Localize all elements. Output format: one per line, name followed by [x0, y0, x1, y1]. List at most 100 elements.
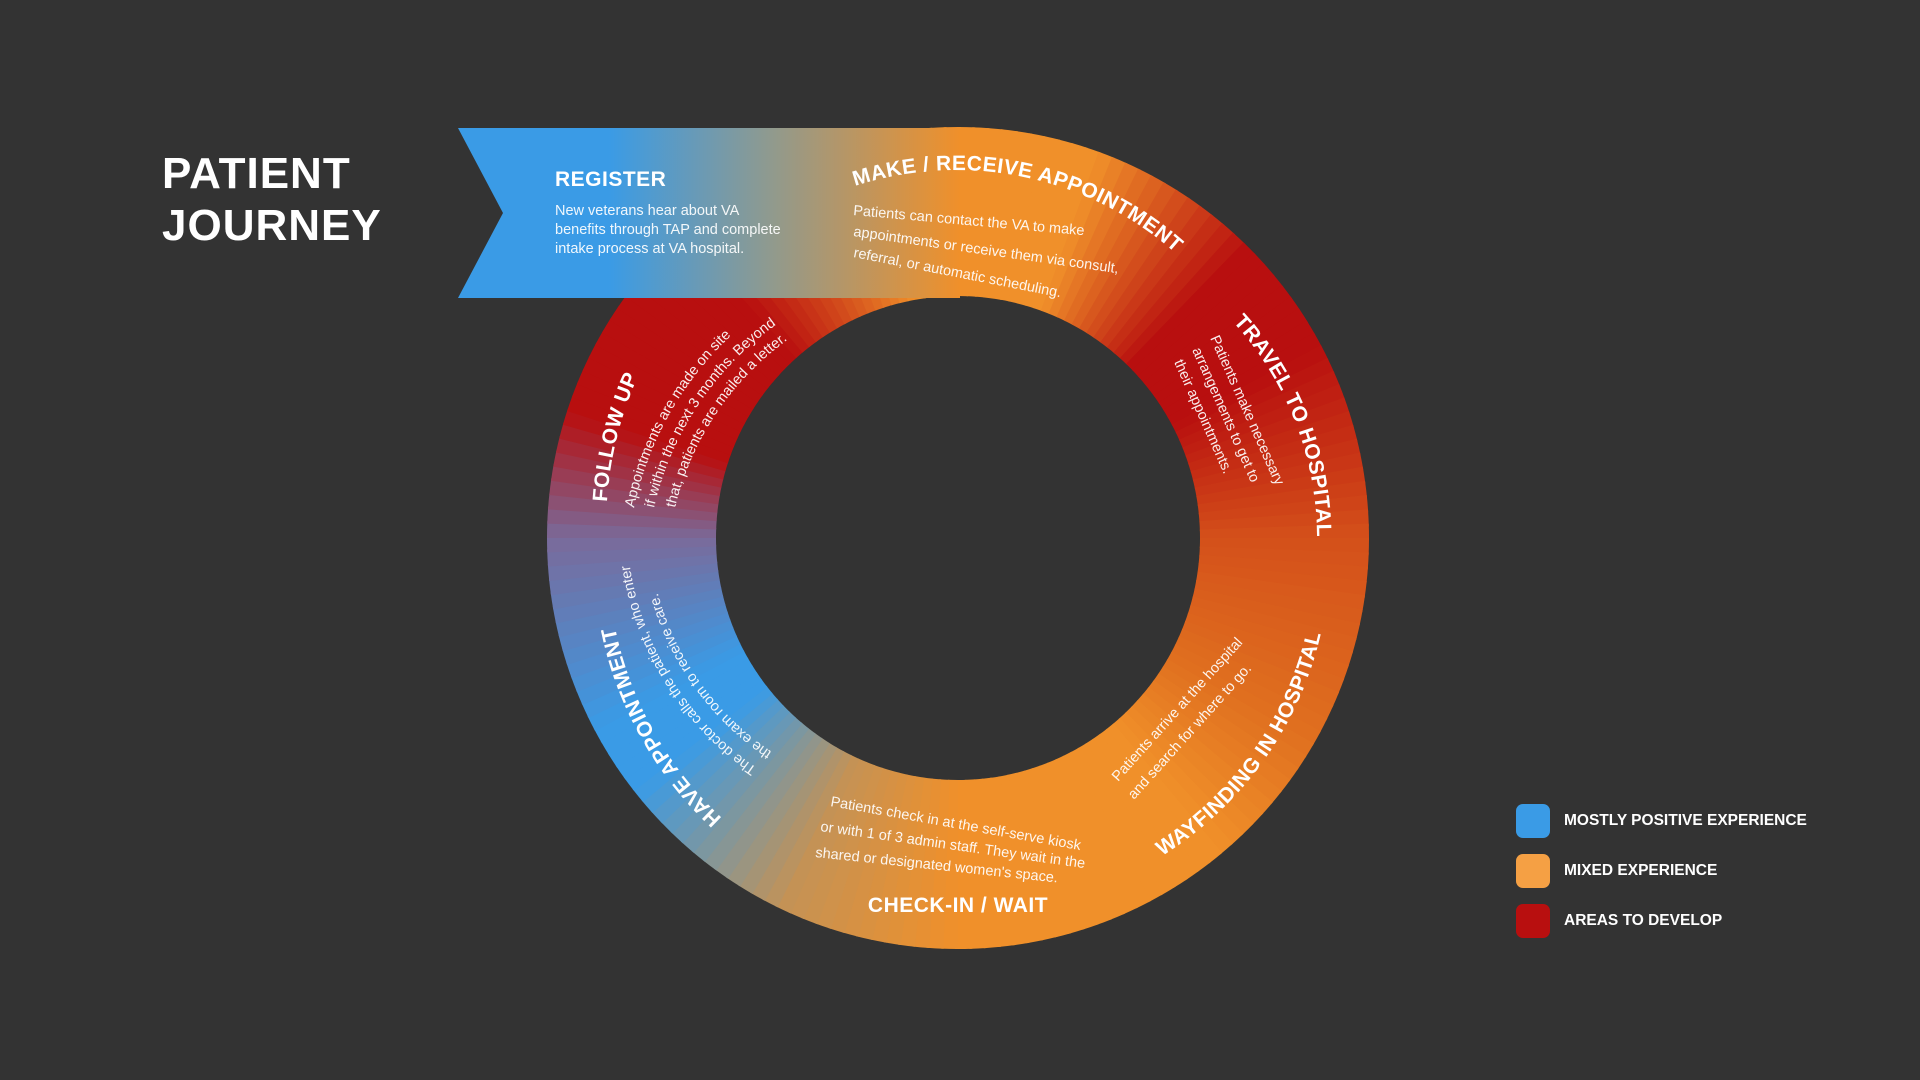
- ring-segment: [1167, 332, 1323, 426]
- ring-segment: [623, 678, 768, 792]
- ring-segment: [1008, 135, 1061, 304]
- ring-segment: [1152, 673, 1299, 782]
- ring-segment: [1197, 480, 1368, 515]
- ring-segment: [660, 704, 790, 834]
- ring-segment: [983, 129, 1019, 299]
- ring-segment: [1190, 424, 1358, 482]
- ring-segment: [869, 774, 916, 943]
- ring-segment: [555, 435, 724, 488]
- ring-segment: [1179, 370, 1341, 449]
- ring-segment: [1118, 712, 1244, 846]
- ring-segment: [981, 777, 1016, 948]
- ring-segment: [547, 553, 718, 581]
- ring-segment: [1126, 242, 1256, 372]
- ring-segment: [955, 779, 973, 950]
- ring-segment: [1077, 743, 1176, 896]
- ring-segment: [1079, 182, 1179, 334]
- ring-segment: [1136, 693, 1273, 816]
- ring-segment: [1162, 659, 1314, 759]
- ring-segment: [680, 716, 803, 853]
- ring-segment: [1023, 768, 1086, 934]
- ring-segment: [625, 282, 769, 396]
- ring-segment: [1153, 296, 1301, 405]
- ring-segment: [1056, 162, 1141, 322]
- ring-segment: [566, 611, 731, 679]
- ring-segment: [600, 657, 753, 756]
- ring-segment: [841, 770, 900, 937]
- ring-segment: [1113, 223, 1236, 360]
- ring-segment: [546, 535, 717, 553]
- ring-segment: [990, 776, 1030, 946]
- ring-segment: [670, 710, 797, 844]
- ring-segment: [641, 692, 779, 814]
- legend-item-mixed: MIXED EXPERIENCE: [1516, 854, 1856, 888]
- ring-segment: [1071, 175, 1166, 330]
- ring-segment: [762, 750, 852, 908]
- ring-segment: [750, 746, 845, 901]
- ring-segment: [1192, 438, 1361, 490]
- ring-segment: [634, 271, 774, 390]
- ring-segment: [788, 758, 868, 920]
- legend-label-positive: MOSTLY POSITIVE EXPERIENCE: [1564, 812, 1807, 829]
- ring-segment: [1014, 770, 1072, 938]
- ring-segment: [974, 128, 1004, 298]
- legend: MOSTLY POSITIVE EXPERIENCE MIXED EXPERIE…: [1516, 804, 1856, 954]
- ring-segment: [575, 627, 737, 706]
- ring-segment: [1106, 214, 1225, 354]
- check-in-wait-title: CHECK-IN / WAIT: [868, 894, 1048, 917]
- ring-segment: [582, 355, 742, 440]
- ring-segment: [1175, 357, 1335, 442]
- ring-segment: [1194, 452, 1364, 498]
- ring-segment: [1197, 563, 1367, 599]
- ring-segment: [1105, 723, 1223, 864]
- ring-segment: [602, 317, 754, 417]
- ring-segment: [1166, 651, 1321, 746]
- ring-segment: [1182, 384, 1346, 457]
- ring-segment: [883, 776, 925, 946]
- ring-segment: [801, 761, 876, 925]
- ring-segment: [650, 698, 784, 824]
- ring-segment: [1048, 156, 1128, 318]
- ring-segment: [1190, 596, 1357, 655]
- register-desc-line-3: intake process at VA hospital.: [555, 241, 744, 257]
- ring-segment: [607, 664, 758, 768]
- ring-segment: [548, 561, 719, 596]
- register-desc-line-2: benefits through TAP and complete: [555, 222, 781, 238]
- ring-segment: [1137, 262, 1275, 384]
- ring-segment: [973, 778, 1001, 949]
- ring-segment: [1064, 168, 1154, 326]
- ring-segment: [1112, 717, 1234, 855]
- ring-segment: [828, 767, 892, 934]
- ring-segment: [1184, 612, 1349, 682]
- ring-segment: [1178, 628, 1340, 708]
- ring-segment: [1054, 755, 1139, 915]
- ring-segment: [1192, 588, 1361, 641]
- ring-segment: [1157, 666, 1307, 771]
- ring-segment: [1047, 759, 1126, 921]
- ring-segment: [1187, 604, 1354, 668]
- ring-segment: [1006, 772, 1058, 941]
- ring-segment: [581, 634, 741, 719]
- ring-segment: [1130, 699, 1264, 826]
- ring-segment: [1171, 345, 1329, 434]
- ring-segment: [549, 477, 719, 513]
- ring-segment: [991, 130, 1033, 300]
- ring-segment: [1062, 751, 1151, 909]
- ring-segment: [1148, 284, 1293, 398]
- ring-segment: [998, 774, 1044, 944]
- ring-segment: [775, 754, 860, 914]
- legend-label-mixed: MIXED EXPERIENCE: [1564, 862, 1718, 879]
- ring-segment: [615, 671, 763, 780]
- ring-segment: [1032, 147, 1102, 312]
- ring-segment: [588, 342, 746, 432]
- ring-segment: [691, 722, 810, 862]
- legend-swatch-develop: [1516, 904, 1550, 938]
- ring-segment: [1174, 636, 1334, 721]
- ring-segment: [912, 778, 942, 948]
- ring-segment: [587, 642, 745, 731]
- ring-segment: [552, 578, 722, 624]
- ring-segment: [897, 777, 933, 947]
- ring-segment: [558, 594, 726, 652]
- ring-segment: [1163, 320, 1316, 419]
